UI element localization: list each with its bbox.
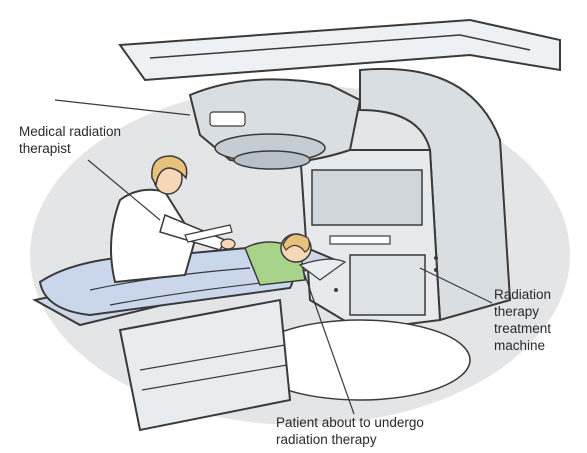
label-machine-line-3: treatment [494, 320, 551, 337]
label-radiation-therapy-machine: Radiation therapy treatment machine [494, 286, 551, 354]
machine-indicator-2 [434, 268, 438, 272]
label-patient-line-2: radiation therapy [276, 431, 424, 448]
machine-head-lens [234, 151, 310, 169]
label-patient: Patient about to undergo radiation thera… [276, 414, 424, 448]
label-machine-line-4: machine [494, 337, 551, 354]
label-patient-line-1: Patient about to undergo [276, 414, 424, 431]
ceiling-frame [120, 20, 560, 80]
label-medical-radiation-therapist: Medical radiation therapist [19, 123, 121, 157]
label-therapist-line-1: Medical radiation [19, 123, 121, 140]
machine-panel-lower [350, 255, 425, 315]
label-machine-line-2: therapy [494, 303, 551, 320]
machine-indicator-1 [434, 256, 438, 260]
machine-head-window [210, 112, 245, 126]
machine-indicator-3 [334, 288, 338, 292]
machine-panel-slot [330, 236, 390, 244]
label-machine-line-1: Radiation [494, 286, 551, 303]
therapist-hand [221, 239, 235, 249]
label-therapist-line-2: therapist [19, 140, 121, 157]
machine-panel-upper [312, 170, 422, 225]
